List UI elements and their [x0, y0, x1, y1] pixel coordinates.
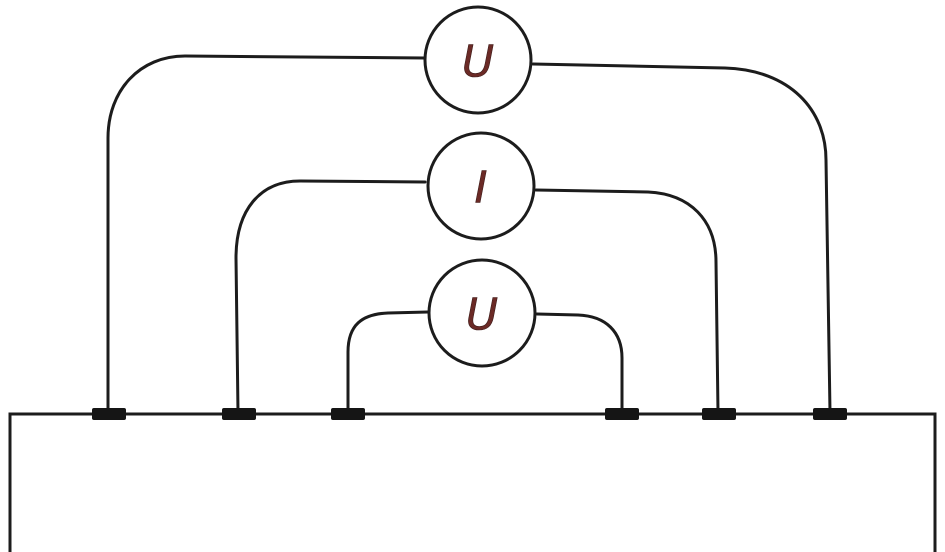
ammeter: I — [426, 131, 536, 241]
voltmeter-outer: U — [423, 5, 533, 115]
inner-voltage-wire — [346, 310, 624, 414]
contact-2 — [222, 408, 256, 420]
contact-1 — [92, 408, 126, 420]
contact-5 — [702, 408, 736, 420]
contact-3 — [331, 408, 365, 420]
meter-label: I — [475, 163, 488, 214]
sample-block — [8, 412, 937, 552]
voltmeter-inner: U — [427, 258, 537, 368]
meter-label: U — [466, 290, 498, 341]
contact-4 — [605, 408, 639, 420]
current-wire — [234, 179, 720, 414]
outer-voltage-wire — [106, 54, 832, 414]
contact-6 — [813, 408, 847, 420]
meter-label: U — [462, 37, 494, 88]
